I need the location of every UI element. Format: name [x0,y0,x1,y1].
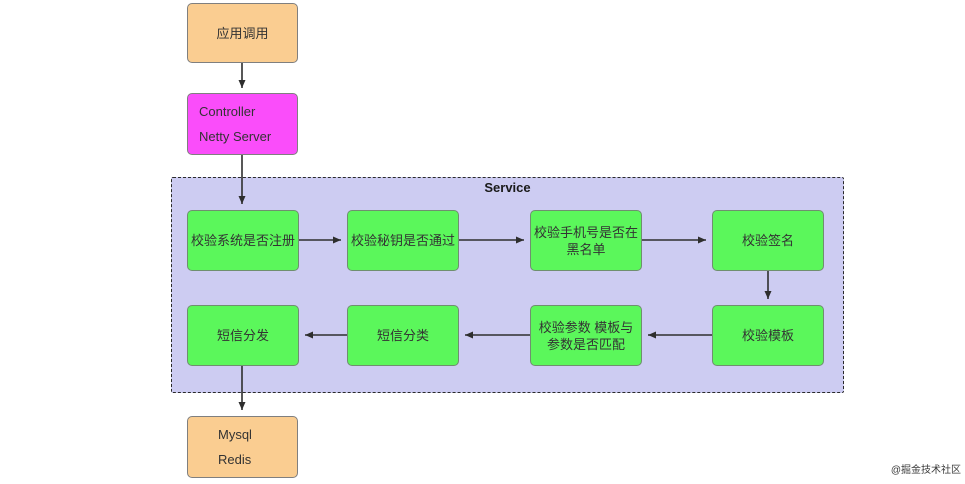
node-controller-netty-server: Controller Netty Server [187,93,298,155]
node-validate-system-registered: 校验系统是否注册 [187,210,299,271]
watermark-juejin: @掘金技术社区 [890,465,961,476]
node-mysql-redis: Mysql Redis [187,416,298,478]
node-validate-phone-blacklist: 校验手机号是否在 黑名单 [530,210,642,271]
node-sms-dispatch: 短信分发 [187,305,299,366]
node-validate-template: 校验模板 [712,305,824,366]
node-app-call: 应用调用 [187,3,298,63]
node-validate-signature: 校验签名 [712,210,824,271]
node-validate-secret-key: 校验秘钥是否通过 [347,210,459,271]
node-sms-classify: 短信分类 [347,305,459,366]
node-validate-params-match: 校验参数 模板与 参数是否匹配 [530,305,642,366]
service-container-label: Service [484,180,531,195]
